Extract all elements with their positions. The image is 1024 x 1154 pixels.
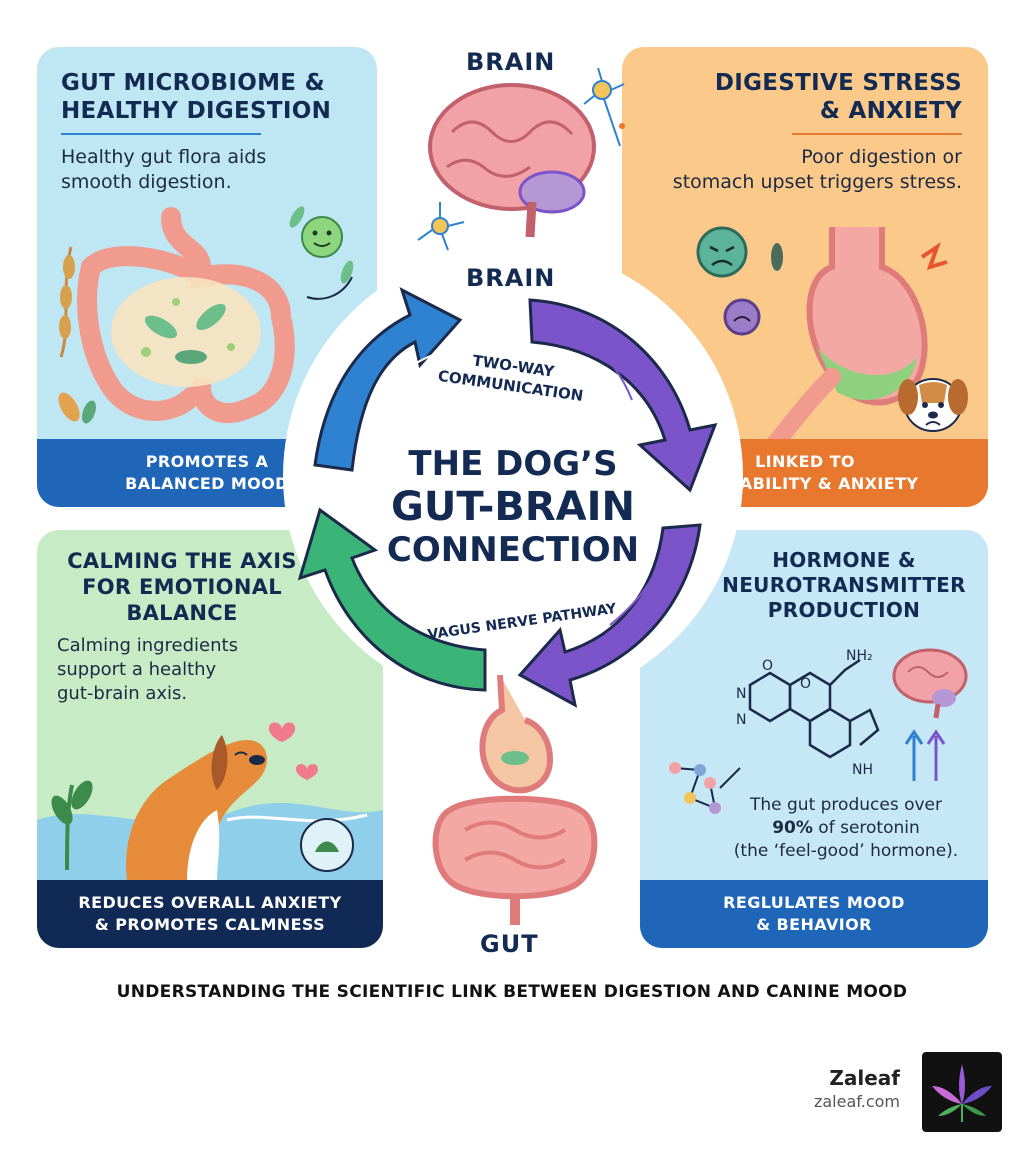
main-title-line3: CONNECTION [386,530,640,570]
small-brain-icon [892,648,968,719]
panel-br-banner: REGLULATES MOOD & BEHAVIOR [640,880,988,948]
panel-bl-title: CALMING THE AXIS FOR EMOTIONAL BALANCE [67,549,297,625]
panel-tr-underline [792,133,962,135]
brand-block[interactable]: Zaleaf zaleaf.com [780,1052,1004,1134]
microbe-icon [289,206,354,300]
serotonin-line2: 90% of serotonin [710,817,982,840]
up-arrows-icon [904,729,946,781]
neuron-icon [583,67,625,147]
panel-tl-title: GUT MICROBIOME & HEALTHY DIGESTION [61,70,332,124]
inner-thin-arrow-2 [569,329,633,401]
serotonin-line2-rest: of serotonin [812,818,920,838]
panel-gut-microbiome: GUT MICROBIOME & HEALTHY DIGESTION Healt… [37,47,377,507]
chem-o-label-1: O [762,658,774,674]
chem-nh-label: NH [852,762,873,778]
gut-bottom-label: GUT [480,930,539,958]
panel-bl-text: Calming ingredients support a healthy gu… [57,635,238,704]
inner-thin-arrow-4 [354,584,411,661]
panel-tr-text: Poor digestion or stomach upset triggers… [672,146,962,193]
main-title-line2: GUT-BRAIN [391,484,635,530]
inner-thin-arrow-1 [379,349,451,396]
leaf-icon [58,392,96,424]
green-arrow [297,507,487,692]
cannabis-leaf-icon [932,1064,992,1122]
panel-bl-banner: REDUCES OVERALL ANXIETY & PROMOTES CALMN… [37,880,383,948]
serotonin-molecule-icon [748,658,880,759]
chem-n-label-1: N [736,686,747,702]
purple-arrow-bottom [517,523,702,708]
chem-n-label-2: N [736,712,747,728]
serotonin-line3: (the ‘feel-good’ hormone). [733,841,959,861]
purple-arrow-top [528,298,718,493]
intestine-icon [59,207,295,423]
chem-o-label-2: O [800,676,812,692]
main-title: THE DOG’S GUT-BRAIN CONNECTION [343,444,683,570]
molecule-icon [669,762,741,814]
panel-tr-title: DIGESTIVE STRESS & ANXIETY [714,70,962,124]
brand-name: Zaleaf [829,1066,900,1090]
calm-dog-icon [37,722,383,880]
inner-thin-arrow-3 [609,549,666,626]
brain-icon [428,83,596,238]
stomach-icon [763,227,948,456]
dog-icon [898,378,968,432]
panel-calming-axis: CALMING THE AXIS FOR EMOTIONAL BALANCE C… [37,530,383,948]
panel-tl-underline [61,133,261,135]
footer-caption: UNDERSTANDING THE SCIENTIFIC LINK BETWEE… [116,982,908,1002]
chem-nh2-label: NH₂ [846,648,873,664]
gut-icon [432,674,598,925]
panel-br-title: HORMONE & NEUROTRANSMITTER PRODUCTION [722,548,966,622]
brand-logo [922,1052,1002,1132]
serotonin-line1: The gut produces over [749,795,942,815]
brain-inner-label: BRAIN [466,264,556,292]
brand-url: zaleaf.com [813,1092,900,1111]
neuron-icon-2 [417,202,465,251]
panel-br-text: The gut produces over 90% of serotonin (… [710,794,982,863]
panel-hormone-production: HORMONE & NEUROTRANSMITTER PRODUCTION NH… [640,530,988,948]
cycle-arrows [297,287,718,708]
panel-tl-text: Healthy gut flora aids smooth digestion. [61,146,267,193]
brain-top-label: BRAIN [466,48,556,76]
blue-arrow [313,287,463,472]
serotonin-percent: 90% [772,818,813,838]
stress-microbe-icon [696,226,783,336]
main-title-line1: THE DOG’S [408,444,618,484]
